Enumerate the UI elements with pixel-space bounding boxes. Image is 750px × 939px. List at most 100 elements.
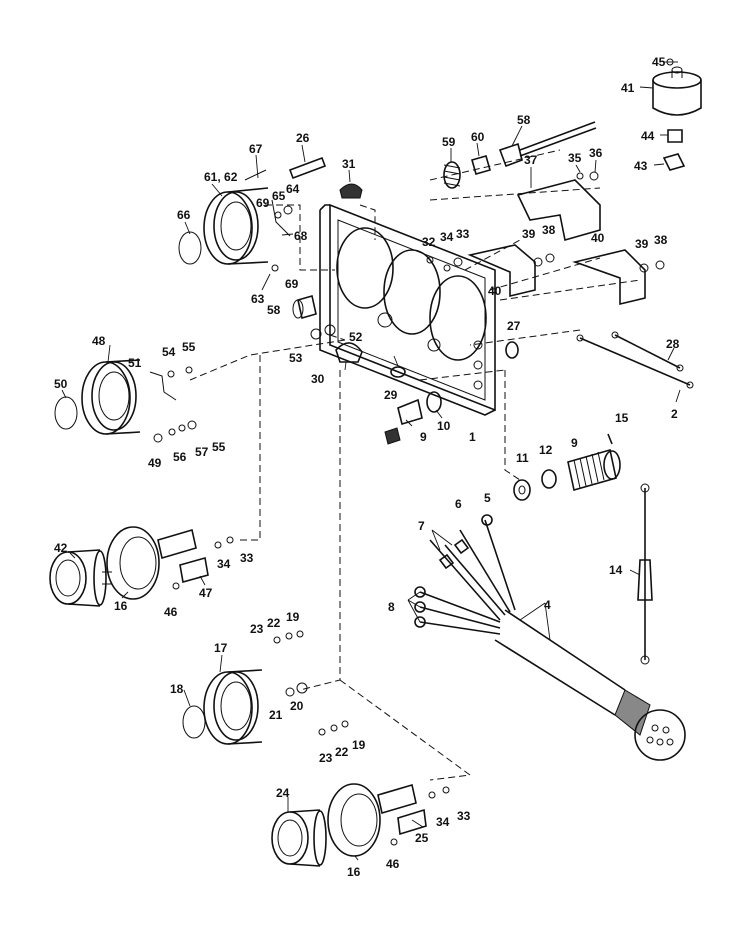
callout-67: 67 <box>249 142 263 156</box>
callout-38: 38 <box>542 223 556 237</box>
callout-30: 30 <box>311 372 325 386</box>
callout-19: 19 <box>352 738 366 752</box>
callout-22: 22 <box>267 616 281 630</box>
callout-34: 34 <box>440 230 454 244</box>
callout-32: 32 <box>422 235 436 249</box>
callout-23: 23 <box>319 751 333 765</box>
callout-39: 39 <box>522 227 536 241</box>
callout-56: 56 <box>173 450 187 464</box>
callout-45: 45 <box>652 55 666 69</box>
top-right-sender-assembly <box>652 58 702 171</box>
callout-51: 51 <box>128 356 142 370</box>
screw-15 <box>607 433 613 445</box>
washer-11 <box>513 479 531 501</box>
knob-30 <box>335 342 363 363</box>
callout-61-62: 61, 62 <box>204 170 238 184</box>
callout-46: 46 <box>164 605 178 619</box>
callout-55: 55 <box>182 340 196 354</box>
callout-14: 14 <box>609 563 623 577</box>
callout-21: 21 <box>269 708 283 722</box>
callout-29: 29 <box>384 388 398 402</box>
ring-10 <box>426 391 442 413</box>
callout-17: 17 <box>214 641 228 655</box>
callout-58: 58 <box>517 113 531 127</box>
callout-36: 36 <box>589 146 603 160</box>
grommet-27 <box>505 341 519 359</box>
wires-28-2 <box>576 331 694 389</box>
washer-12 <box>541 469 557 489</box>
callout-15: 15 <box>615 411 629 425</box>
callout-33: 33 <box>456 227 470 241</box>
callout-43: 43 <box>634 159 648 173</box>
callout-16: 16 <box>114 599 128 613</box>
callout-66: 66 <box>177 208 191 222</box>
callout-40: 40 <box>488 284 502 298</box>
callout-50: 50 <box>54 377 68 391</box>
rod-26 <box>288 156 327 180</box>
cable-assembly-58 <box>443 121 597 189</box>
bracket-40-right <box>572 249 646 306</box>
callout-6: 6 <box>455 497 462 511</box>
callout-33: 33 <box>240 551 254 565</box>
callout-7: 7 <box>418 519 425 533</box>
bracket-40-left <box>467 244 536 298</box>
callout-63: 63 <box>251 292 265 306</box>
callout-19: 19 <box>286 610 300 624</box>
instrument-panel <box>319 203 496 416</box>
callout-27: 27 <box>507 319 521 333</box>
callout-48: 48 <box>92 334 106 348</box>
callout-58: 58 <box>267 303 281 317</box>
callout-16: 16 <box>347 865 361 879</box>
bracket-37 <box>516 179 601 242</box>
gauge-42 <box>49 549 112 607</box>
knob-29 <box>390 366 406 378</box>
bracket-25 <box>377 783 427 836</box>
gauge-61-62 <box>178 169 279 272</box>
callout-41: 41 <box>621 81 635 95</box>
callout-69: 69 <box>285 277 299 291</box>
callout-31: 31 <box>342 157 356 171</box>
gauge-48 <box>54 359 141 435</box>
callout-25: 25 <box>415 831 429 845</box>
callout-2: 2 <box>671 407 678 421</box>
callout-68: 68 <box>294 229 308 243</box>
callout-9: 9 <box>420 430 427 444</box>
callout-20: 20 <box>290 699 304 713</box>
callout-5: 5 <box>484 491 491 505</box>
small-hardware <box>149 171 665 846</box>
callout-39: 39 <box>635 237 649 251</box>
callout-47: 47 <box>199 586 213 600</box>
callout-40: 40 <box>591 231 605 245</box>
callout-24: 24 <box>276 786 290 800</box>
callout-34: 34 <box>217 557 231 571</box>
callout-60: 60 <box>471 130 485 144</box>
callout-9: 9 <box>571 436 578 450</box>
ignition-switch-9 <box>384 398 423 445</box>
callout-57: 57 <box>195 445 209 459</box>
callout-labels: 45 41 44 43 59 60 58 37 35 36 26 31 67 6… <box>54 55 680 879</box>
switch-9-right <box>567 448 621 492</box>
callout-34: 34 <box>436 815 450 829</box>
callout-37: 37 <box>524 153 538 167</box>
gauge-24 <box>271 809 327 867</box>
callout-11: 11 <box>516 451 529 465</box>
callout-44: 44 <box>641 129 655 143</box>
knob-31 <box>339 183 363 199</box>
wiring-harness-4 <box>414 514 686 761</box>
callout-22: 22 <box>335 745 349 759</box>
callout-1: 1 <box>469 430 476 444</box>
callout-4: 4 <box>544 598 551 612</box>
callout-12: 12 <box>539 443 553 457</box>
callout-64: 64 <box>286 182 300 196</box>
callout-54: 54 <box>162 345 176 359</box>
fuse-holder-14 <box>637 483 653 665</box>
callout-38: 38 <box>654 233 668 247</box>
callout-42: 42 <box>54 541 68 555</box>
gauge-17 <box>182 669 263 745</box>
callout-52: 52 <box>349 330 363 344</box>
callout-10: 10 <box>437 419 451 433</box>
callout-18: 18 <box>170 682 184 696</box>
clamp-16-lower <box>327 783 381 857</box>
callout-33: 33 <box>457 809 471 823</box>
